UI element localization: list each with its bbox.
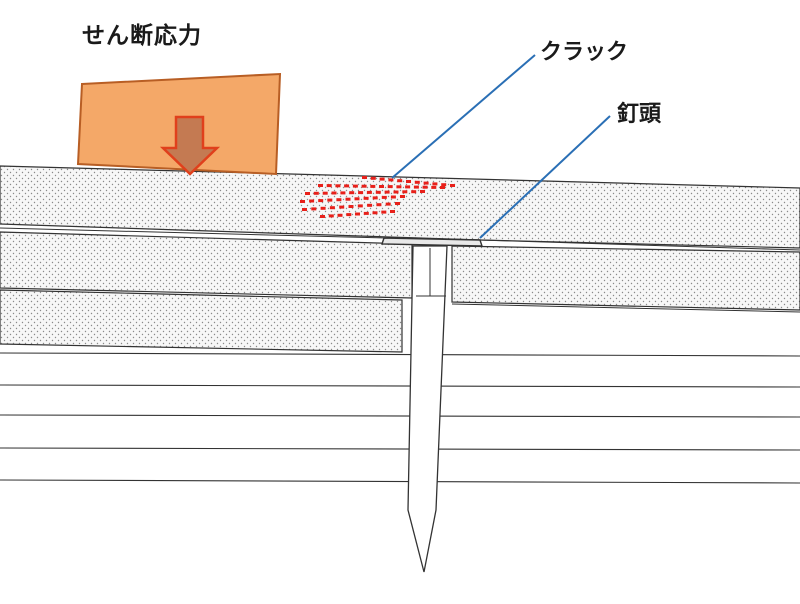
crack-dot	[431, 185, 437, 189]
crack-dot	[393, 190, 399, 194]
crack-dot	[363, 196, 369, 200]
crack-dot	[339, 205, 345, 209]
crack-dot	[385, 202, 391, 206]
crack-dot	[362, 176, 367, 179]
crack-dot	[441, 183, 447, 187]
crack-dot	[354, 197, 360, 201]
crack-dot	[376, 203, 382, 207]
crack-dot	[406, 180, 411, 183]
middle-board-right	[451, 245, 800, 311]
middle-board-left	[0, 231, 413, 299]
crack-dot	[357, 204, 363, 208]
crack-dot	[311, 207, 317, 211]
down-arrow-icon	[159, 115, 221, 176]
crack-dot	[402, 190, 408, 194]
crack-dot	[414, 180, 420, 184]
crack-dot	[335, 184, 341, 188]
crack-dot	[355, 212, 360, 216]
crack-dot	[336, 198, 342, 202]
crack-dot	[387, 185, 393, 189]
crack-dot	[302, 208, 307, 211]
crack-dot	[328, 214, 334, 218]
crack-dot	[326, 184, 332, 188]
crack-dot	[366, 190, 372, 194]
crack-dot	[345, 197, 351, 201]
top-board	[0, 165, 800, 249]
substrate-lines	[0, 352, 800, 484]
crack-dot	[337, 213, 343, 217]
crack-leader-line	[391, 54, 536, 179]
crack-dot	[372, 196, 378, 200]
crack-dot	[375, 190, 381, 194]
crack-dot	[423, 181, 429, 185]
crack-dot	[381, 210, 387, 214]
crack-dot	[390, 210, 395, 213]
crack-dot	[400, 195, 405, 198]
crack-dot	[372, 211, 378, 215]
crack-dot	[300, 200, 305, 203]
crack-dot	[390, 195, 396, 199]
crack-dot	[450, 184, 455, 187]
crack-dot	[381, 195, 387, 199]
crack-dot	[363, 211, 369, 215]
shear-stress-label: せん断応力	[82, 23, 202, 49]
crack-dot	[344, 184, 350, 188]
crack-dot	[422, 185, 428, 189]
crack-dot	[318, 199, 324, 203]
crack-dot	[367, 203, 373, 207]
crack-dot	[322, 191, 328, 195]
crack-dots	[300, 176, 455, 218]
crack-dot	[349, 191, 355, 195]
crack-dot	[370, 176, 376, 180]
crack-dot	[313, 191, 319, 195]
crack-dot	[420, 190, 425, 193]
crack-dot	[388, 178, 394, 182]
nail-head-label: 釘頭	[617, 102, 662, 127]
crack-dot	[395, 202, 400, 205]
crack-dot	[411, 190, 417, 194]
crack-dot	[396, 185, 402, 189]
crack-dot	[327, 198, 333, 202]
crack-dot	[361, 184, 367, 188]
crack-dot	[320, 215, 325, 218]
crack-dot	[384, 190, 390, 194]
crack-dot	[346, 213, 352, 217]
lower-board-left	[0, 289, 403, 353]
lower-board-right-line	[451, 303, 800, 313]
crack-dot	[340, 191, 346, 195]
crack-dot	[379, 177, 385, 181]
nail-head-leader-line	[479, 115, 611, 239]
nail-shank	[407, 245, 448, 573]
crack-dot	[432, 182, 438, 186]
crack-dot	[331, 191, 337, 195]
crack-dot	[320, 206, 326, 210]
crack-dot	[358, 191, 364, 195]
crack-dot	[413, 185, 419, 189]
crack-dot	[309, 199, 315, 203]
crack-dot	[352, 184, 358, 188]
crack-dot	[370, 184, 376, 188]
crack-dot	[329, 206, 335, 210]
nail-head	[381, 237, 483, 247]
crack-dot	[440, 186, 445, 189]
crack-dot	[397, 179, 403, 183]
crack-dot	[305, 192, 310, 195]
crack-dot	[405, 185, 411, 189]
crack-dot	[379, 185, 384, 188]
crack-label: クラック	[540, 40, 629, 65]
crack-dot	[318, 184, 323, 187]
crack-dot	[348, 205, 354, 208]
